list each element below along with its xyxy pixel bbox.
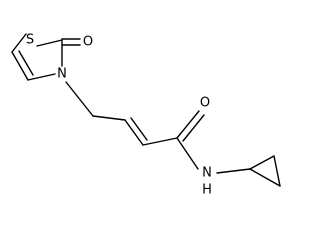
atom-label-nh: N xyxy=(202,166,212,181)
chemical-structure: S O N O N H xyxy=(11,33,281,198)
bond-nh-cyclopropyl xyxy=(216,168,251,174)
atom-label-h: H xyxy=(202,183,212,198)
bond-c5-s1 xyxy=(11,33,27,53)
atom-label-o2: O xyxy=(200,96,210,111)
bond-ch-ch-double-b xyxy=(130,117,148,141)
bond-n3-ch2 xyxy=(65,81,94,117)
bond-s1-c2 xyxy=(36,39,63,47)
bond-carbonyl-nh xyxy=(176,137,199,170)
bond-c4-c5-double-b xyxy=(18,50,34,76)
bond-ch-ch-double-a xyxy=(124,119,144,146)
bond-cyclopropyl-top-bottom xyxy=(273,155,281,187)
atom-label-s1: S xyxy=(26,33,34,48)
bond-c4-c5-double-a xyxy=(11,51,29,81)
atom-label-n1: N xyxy=(57,67,67,82)
bond-carbonyl-o-double-b xyxy=(182,114,205,142)
bond-ch-carbonyl xyxy=(142,137,178,146)
bond-cyclopropyl-left-top xyxy=(249,155,275,170)
bond-n3-c4 xyxy=(27,73,56,81)
bond-carbonyl-o-double-a xyxy=(176,110,200,139)
bond-ch2-ch xyxy=(92,115,126,121)
bond-cyclopropyl-bottom-left xyxy=(249,168,281,187)
atom-label-o1: O xyxy=(83,35,93,50)
